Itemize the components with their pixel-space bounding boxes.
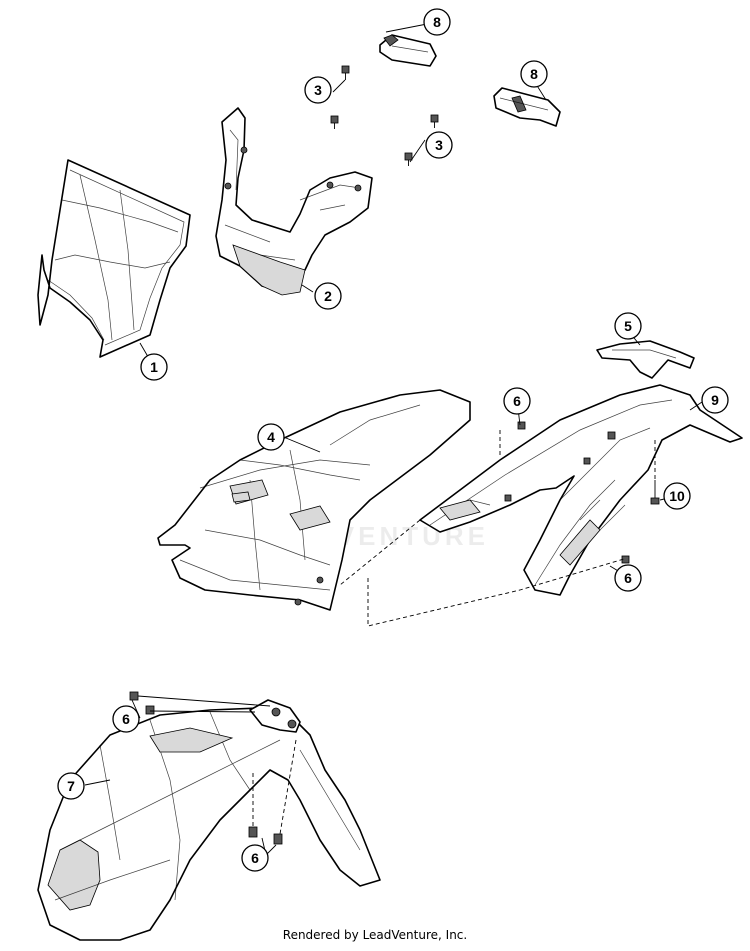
callout-6b: 6 [614, 564, 642, 592]
callout-3b: 3 [425, 131, 453, 159]
svg-text:7: 7 [67, 778, 75, 794]
callout-9: 9 [701, 386, 729, 414]
svg-text:3: 3 [314, 82, 322, 98]
svg-text:8: 8 [530, 66, 538, 82]
part-10-bolt [650, 480, 660, 505]
callout-4: 4 [257, 423, 285, 451]
part-4-rear-fender [157, 389, 471, 611]
svg-text:6: 6 [513, 393, 521, 409]
callout-6d: 6 [241, 844, 269, 872]
svg-text:6: 6 [251, 850, 259, 866]
callout-7: 7 [57, 772, 85, 800]
part-7-front-fender [37, 691, 381, 941]
svg-text:2: 2 [324, 288, 332, 304]
svg-text:9: 9 [711, 392, 719, 408]
callout-8a: 8 [423, 8, 451, 36]
svg-text:3: 3 [435, 137, 443, 153]
svg-text:6: 6 [624, 570, 632, 586]
footer-credit: Rendered by LeadVenture, Inc. [282, 928, 468, 942]
callout-1: 1 [140, 353, 168, 381]
callout-8b: 8 [520, 60, 548, 88]
svg-text:4: 4 [267, 429, 275, 445]
part-5-bracket [596, 340, 695, 379]
callout-2: 2 [314, 282, 342, 310]
part-2-headlight-bracket [215, 107, 373, 296]
part-3-screws [330, 65, 439, 166]
svg-text:6: 6 [122, 711, 130, 727]
svg-text:1: 1 [150, 359, 158, 375]
svg-text:10: 10 [669, 488, 685, 504]
part-1-headlight-mask [37, 159, 191, 358]
callout-10: 10 [663, 482, 691, 510]
svg-text:8: 8 [433, 14, 441, 30]
part-9-subframe [419, 384, 743, 596]
callout-6a: 6 [503, 387, 531, 415]
svg-text:5: 5 [624, 318, 632, 334]
callout-6c: 6 [112, 705, 140, 733]
callout-5: 5 [614, 312, 642, 340]
part-8-clamps [379, 34, 561, 127]
callout-3a: 3 [304, 76, 332, 104]
